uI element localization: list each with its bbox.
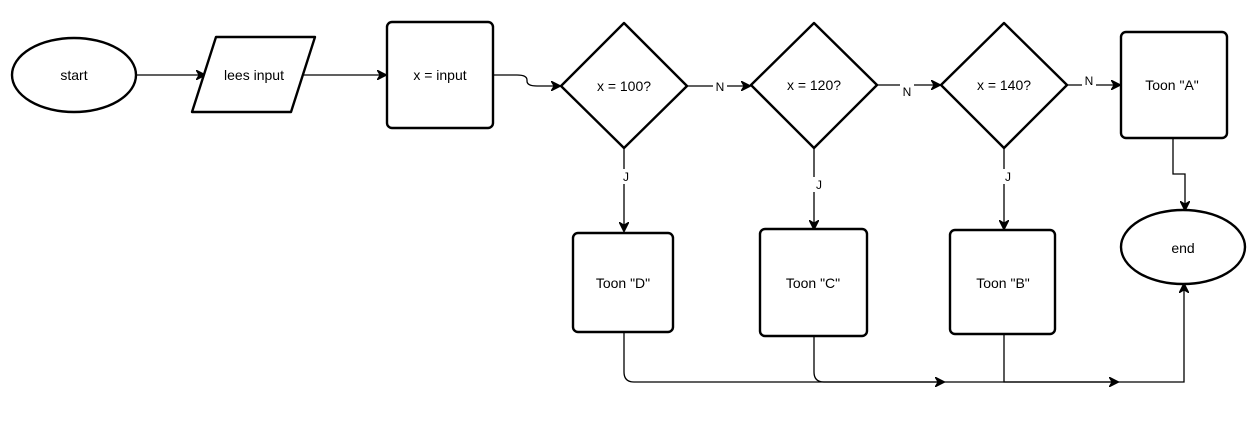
node-end-label: end — [1171, 240, 1194, 256]
edge-label-yes-3: J — [1005, 170, 1011, 184]
node-check-140-label: x = 140? — [977, 77, 1031, 93]
node-start-label: start — [60, 67, 87, 83]
node-show-d[interactable]: Toon "D" — [571, 231, 675, 334]
edge-label-no-3: N — [1085, 74, 1094, 88]
node-check-120-label: x = 120? — [787, 77, 841, 93]
edge-assign-to-check-100 — [493, 74, 560, 86]
edge-labels: N N N J J J — [620, 73, 1096, 192]
node-show-a[interactable]: Toon "A" — [1119, 30, 1229, 140]
node-assign-x-label: x = input — [413, 67, 466, 83]
edge-label-no-2: N — [903, 85, 912, 99]
node-read-input[interactable]: lees input — [190, 35, 317, 114]
node-show-c-label: Toon "C" — [786, 275, 840, 291]
node-show-b[interactable]: Toon "B" — [948, 228, 1057, 336]
edge-show-b-to-end — [1003, 334, 1118, 382]
node-show-b-label: Toon "B" — [976, 275, 1030, 291]
edge-show-d-to-end — [623, 332, 944, 382]
node-show-c[interactable]: Toon "C" — [758, 227, 869, 338]
edge-label-yes-2: J — [816, 178, 822, 192]
node-show-d-label: Toon "D" — [596, 275, 650, 291]
edge-show-c-to-end — [813, 336, 940, 383]
node-end[interactable]: end — [1119, 208, 1247, 286]
node-read-input-label: lees input — [224, 67, 284, 83]
node-start[interactable]: start — [10, 36, 138, 114]
node-check-100-label: x = 100? — [597, 78, 651, 94]
node-check-100[interactable]: x = 100? — [559, 21, 689, 150]
node-check-120[interactable]: x = 120? — [749, 21, 879, 150]
edge-label-yes-1: J — [623, 170, 629, 184]
edges — [137, 75, 1185, 382]
edge-show-a-to-end — [1172, 138, 1185, 210]
node-show-a-label: Toon "A" — [1145, 77, 1199, 93]
edge-label-no-1: N — [716, 80, 725, 94]
node-assign-x[interactable]: x = input — [385, 20, 495, 130]
node-check-140[interactable]: x = 140? — [939, 21, 1069, 150]
